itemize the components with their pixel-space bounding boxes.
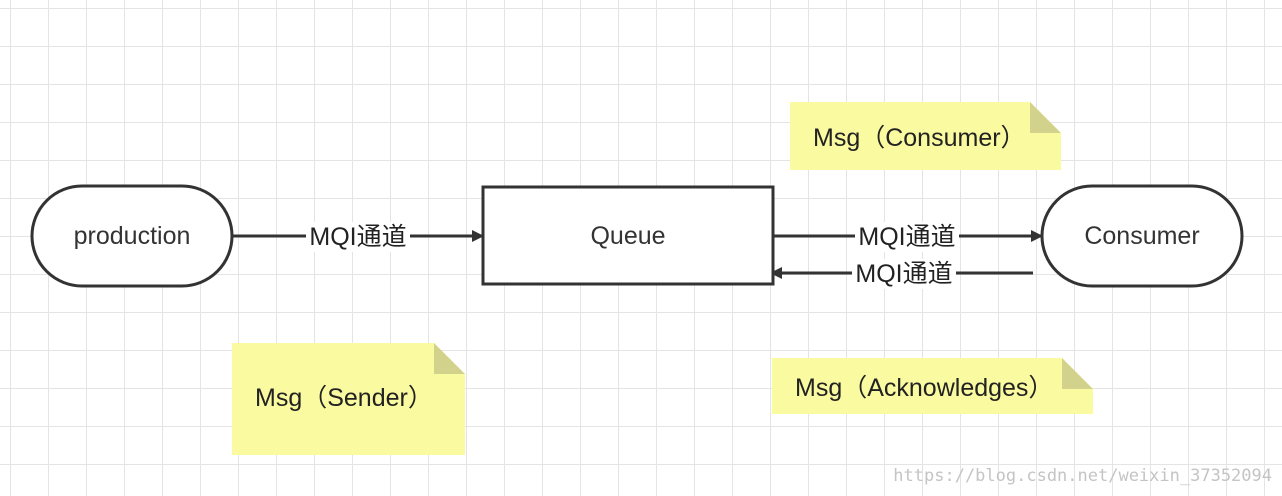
edge-consumer-to-queue[interactable]: MQI通道 <box>770 259 1033 289</box>
note-acknowledges-label: Msg（Acknowledges） <box>795 374 1053 402</box>
edge-production-to-queue-label-bg <box>306 222 410 252</box>
node-consumer[interactable]: Consumer <box>1040 184 1244 288</box>
edge-queue-to-consumer[interactable]: MQI通道 <box>773 222 1043 252</box>
edge-consumer-to-queue-label-bg <box>852 259 956 289</box>
node-production[interactable]: production <box>30 184 234 288</box>
edge-queue-to-consumer-label-bg <box>855 222 959 252</box>
node-consumer-shape <box>1040 184 1244 288</box>
edge-queue-to-consumer-label: MQI通道 <box>858 223 955 251</box>
note-acknowledges[interactable]: Msg（Acknowledges） <box>772 358 1093 414</box>
watermark-text: https://blog.csdn.net/weixin_37352094 <box>893 466 1272 486</box>
note-sender[interactable]: Msg（Sender） <box>232 343 465 455</box>
node-queue[interactable]: Queue <box>481 185 775 286</box>
edge-consumer-to-queue-label: MQI通道 <box>855 260 952 288</box>
edge-production-to-queue[interactable]: MQI通道 <box>232 222 484 252</box>
node-queue-label: Queue <box>590 222 665 250</box>
node-consumer-label: Consumer <box>1084 222 1199 250</box>
note-consumer[interactable]: Msg（Consumer） <box>790 102 1061 170</box>
note-sender-label: Msg（Sender） <box>255 384 433 412</box>
node-production-shape <box>30 184 234 288</box>
node-queue-shape <box>481 185 775 286</box>
edge-production-to-queue-label: MQI通道 <box>309 223 406 251</box>
node-production-label: production <box>74 222 191 250</box>
note-consumer-label: Msg（Consumer） <box>813 124 1026 152</box>
